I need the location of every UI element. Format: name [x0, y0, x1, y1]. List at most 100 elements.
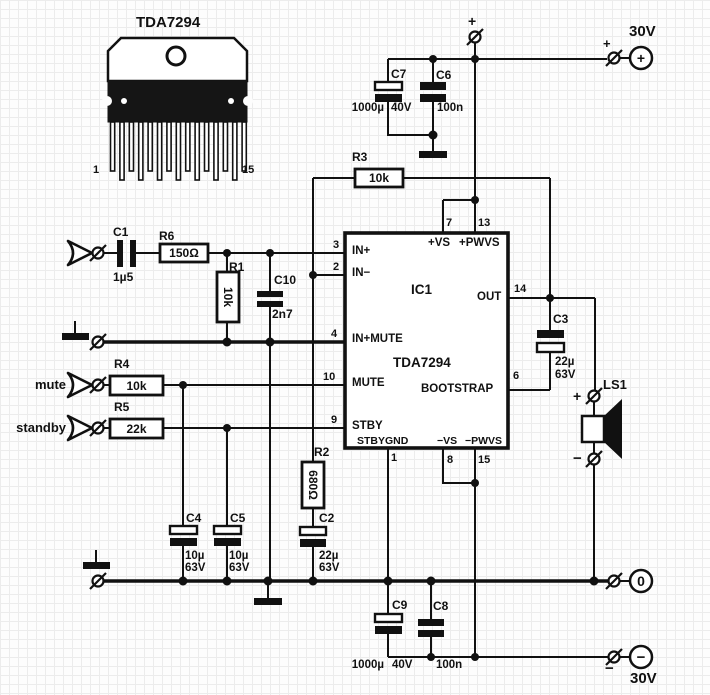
resistor-r3: [353, 167, 405, 189]
wire-r3-right: [403, 177, 551, 298]
vplus-connector-plus-sign: +: [603, 36, 611, 51]
ic1-pin8-number: 8: [447, 454, 454, 466]
c7-voltage: 40V: [391, 102, 412, 114]
c9-ref: C9: [392, 598, 408, 612]
r5-ref: R5: [114, 400, 130, 414]
r6-value: 150Ω: [169, 246, 199, 260]
ic1-pin-pwvs-plus-name: +PWVS: [459, 237, 500, 249]
cap-c3: [535, 330, 566, 354]
standby-label: standby: [16, 420, 66, 435]
ic1-pin15-number: 15: [478, 454, 491, 466]
ic1-pin-in-minus-name: IN−: [352, 267, 371, 279]
ic1-pin-in-mute-name: IN+MUTE: [352, 333, 403, 345]
ic1-pin4-number: 4: [331, 328, 338, 340]
top-connector-plus-sign: +: [468, 13, 477, 29]
connector-symbols: [89, 28, 623, 666]
cap-c5: [212, 524, 243, 546]
c3-value: 22µ: [555, 356, 575, 368]
terminal-vplus: [628, 45, 654, 71]
vminus-voltage-label: 30V: [630, 670, 657, 687]
resistor-r4: [108, 374, 165, 397]
terminal-vplus-sign: +: [636, 50, 646, 66]
speaker-box: [580, 414, 606, 444]
terminal-vminus: [628, 644, 654, 670]
package-pins: [109, 121, 248, 181]
vplus-voltage-label: 30V: [629, 23, 656, 40]
ic1-pin6-number: 6: [513, 370, 520, 382]
r3-value: 10k: [368, 171, 390, 185]
standby-input-arrow: [66, 414, 94, 442]
c5-value: 10µ: [229, 550, 249, 562]
c8-ref: C8: [433, 599, 449, 613]
r4-ref: R4: [114, 357, 130, 371]
package-mounting-hole: [165, 45, 187, 67]
resistor-r2: [300, 460, 326, 510]
mute-label: mute: [34, 377, 66, 392]
ic1-pin14-number: 14: [514, 283, 527, 295]
c3-ref: C3: [553, 312, 569, 326]
ls1-plus-sign: +: [573, 388, 582, 404]
resistor-r1: [215, 270, 241, 324]
ic1-pin-stby-name: STBY: [352, 420, 383, 432]
package-pin1-label: 1: [93, 164, 100, 176]
c1-value: 1µ5: [113, 270, 134, 284]
r2-ref: R2: [314, 445, 330, 459]
terminal-vminus-sign: −: [636, 649, 646, 666]
r5-value: 22k: [126, 422, 147, 436]
cap-c9: [373, 612, 404, 634]
junction-dots: [178, 55, 599, 661]
ic1-pin13-number: 13: [478, 217, 491, 229]
r1-value: 10k: [221, 286, 235, 308]
ic1-pin-stbygnd-name: STBYGND: [357, 435, 409, 447]
package-dot-right: [228, 98, 234, 104]
ls1-ref: LS1: [603, 377, 627, 392]
resistor-r6: [158, 242, 210, 264]
connector-signal-ground: [89, 333, 107, 351]
c5-voltage: 63V: [229, 562, 250, 574]
connector-speaker-plus: [585, 387, 603, 405]
ic1-pin1-number: 1: [391, 452, 398, 464]
r6-ref: R6: [159, 229, 175, 243]
cap-c8: [418, 619, 444, 637]
c10-value: 2n7: [272, 307, 293, 321]
c1-ref: C1: [113, 225, 129, 239]
ground-symbol-bottom-left: [83, 550, 110, 569]
supply-terminals: [628, 45, 654, 670]
c5-ref: C5: [230, 511, 246, 525]
input-arrows: [66, 239, 94, 442]
connector-speaker-minus: [585, 450, 603, 468]
package-body: [107, 80, 248, 123]
ic1-pin-pwvs-minus-name: −PWVS: [465, 435, 503, 447]
ic1-pin10-number: 10: [323, 371, 336, 383]
speaker-cone: [604, 399, 622, 459]
c2-voltage: 63V: [319, 562, 340, 574]
mute-input-arrow: [66, 371, 94, 399]
c9-value: 1000µ: [351, 659, 384, 671]
connector-standby: [89, 419, 107, 437]
connector-vplus: [605, 49, 623, 67]
ic1-body: [343, 231, 510, 450]
cap-c10: [257, 291, 283, 307]
ic1-part: TDA7294: [393, 355, 451, 370]
ic1-pin3-number: 3: [333, 239, 340, 251]
terminal-zero-sign: 0: [637, 573, 645, 589]
c2-ref: C2: [319, 511, 335, 525]
ic1-pin-bootstrap-name: BOOTSTRAP: [421, 383, 494, 395]
connector-ground-bus: [89, 572, 107, 590]
ic1-pin-in-plus-name: IN+: [352, 245, 371, 257]
c10-ref: C10: [274, 273, 297, 287]
wire-c7-stems: [387, 59, 433, 136]
ic1-pin2-number: 2: [333, 261, 340, 273]
r4-value: 10k: [126, 379, 147, 393]
connector-audio-input: [89, 244, 107, 262]
vminus-connector-minus-sign: −: [605, 660, 614, 677]
r2-value: 680Ω: [306, 470, 320, 500]
ic1-pin7-number: 7: [446, 217, 453, 229]
ic1-pin9-number: 9: [331, 414, 338, 426]
c3-voltage: 63V: [555, 369, 576, 381]
c7-value: 1000µ: [351, 102, 384, 114]
package-dot-left: [121, 98, 127, 104]
connector-vminus: [605, 648, 623, 666]
chip-package-drawing: [102, 36, 253, 181]
